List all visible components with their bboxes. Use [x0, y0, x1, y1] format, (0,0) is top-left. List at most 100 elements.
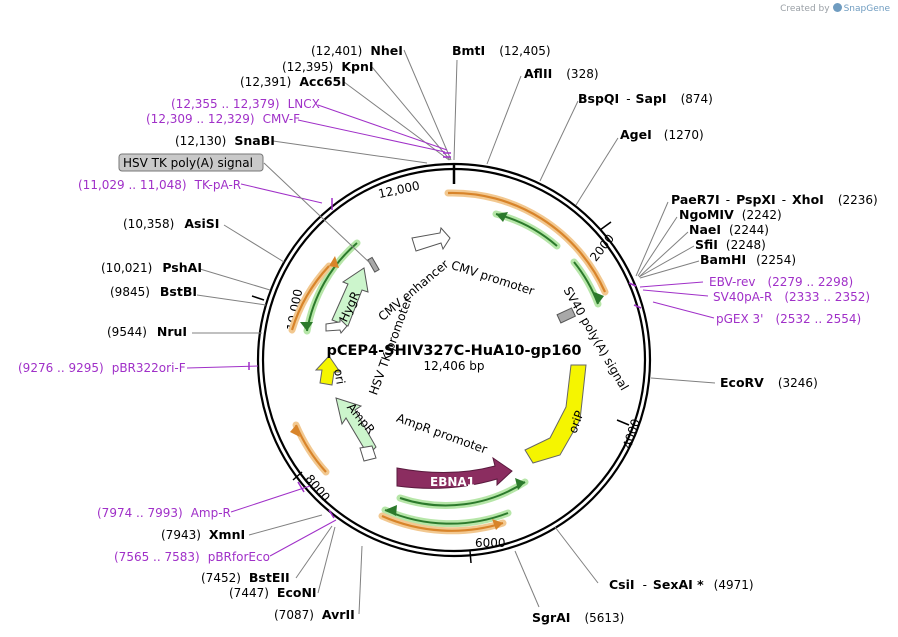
pgex3-name: pGEX 3' [716, 312, 763, 326]
svg-text:(9544)NruI: (9544)NruI [107, 324, 187, 339]
sites-top: (12,401)NheI (12,395)KpnI (12,391)Acc65I… [175, 43, 713, 148]
tick-label-2000: 2000 [587, 231, 617, 264]
sfii-pos: (2248) [726, 238, 766, 252]
ampr-promoter-arrow [359, 445, 377, 462]
orf-arc-top [447, 191, 607, 293]
nrui-pos: (9544) [107, 325, 147, 339]
hsv-tk-polya-callout: HSV TK poly(A) signal [118, 153, 372, 265]
econi-name: EcoNI [277, 585, 317, 600]
paer7i-pos: (2236) [838, 193, 878, 207]
sapi-name: SapI [636, 91, 667, 106]
pbrforeco-range: (7565 .. 7583) [114, 550, 200, 564]
bspqi-pos: (874) [681, 92, 713, 106]
plasmid-name: pCEP4-SHIV327C-HuA10-gp160 [326, 343, 581, 359]
asisi-pos: (10,358) [123, 217, 174, 231]
svg-text:(10,358)AsiSI: (10,358) AsiSI [123, 216, 219, 231]
orf-arcs [288, 189, 609, 535]
svg-text:(7974 .. 7993)Amp-R: (7974 .. 7993) Amp-R [97, 506, 231, 520]
svg-text:NaeI(2244): NaeI(2244) [689, 222, 769, 237]
asisi-name: AsiSI [184, 216, 219, 231]
svg-text:NgoMIV(2242): NgoMIV(2242) [679, 207, 782, 222]
cmv-promoter-label: CMV promoter [449, 258, 536, 298]
bsteii-name: BstEII [249, 570, 290, 585]
nhei-pos: (12,401) [311, 44, 362, 58]
ori-arrow [314, 355, 341, 386]
csii-pos: (4971) [714, 578, 754, 592]
sv40par-name: SV40pA-R [713, 290, 772, 304]
cmvf-range: (12,309 .. 12,329) [146, 112, 255, 126]
svg-text:EcoRV(3246): EcoRV (3246) [720, 375, 818, 390]
svg-text:(12,309 .. 12,329)CMV-F: (12,309 .. 12,329)CMV-F [146, 112, 300, 126]
svg-text:(12,395)KpnI: (12,395)KpnI [282, 59, 374, 74]
sv40-polya-box [556, 307, 577, 324]
ebvrev-range: (2279 .. 2298) [767, 275, 853, 289]
ngomiv-name: NgoMIV [679, 207, 734, 222]
svg-text:(7087)AvrII: (7087) AvrII [274, 607, 355, 622]
bamhi-name: BamHI [700, 252, 746, 267]
svg-text:SgrAI(5613): SgrAI (5613) [532, 610, 624, 625]
ecorv-pos: (3246) [778, 376, 818, 390]
sv40par-range: (2333 .. 2352) [784, 290, 870, 304]
sites-right: PaeR7I-PspXI-XhoI(2236) NgoMIV(2242) Nae… [671, 192, 878, 390]
center-title: pCEP4-SHIV327C-HuA10-gp160 12,406 bp [326, 343, 581, 373]
ecorv-name: EcoRV [720, 375, 764, 390]
site-leader-lines [192, 49, 716, 615]
sites-left: (10,358)AsiSI (10,021)PshAI (9845)BstBI … [101, 216, 355, 622]
svg-text:(7565 .. 7583)pBRforEco: (7565 .. 7583) pBRforEco [114, 550, 270, 564]
bmti-pos: (12,405) [499, 44, 550, 58]
sfii-name: SfiI [695, 237, 718, 252]
pbr322orif-name: pBR322ori-F [112, 361, 186, 375]
nhei-name: NheI [370, 43, 403, 58]
sexai-name: SexAI * [653, 577, 704, 592]
svg-text:pGEX 3'(2532 .. 2554): pGEX 3'(2532 .. 2554) [716, 312, 861, 326]
avrii-pos: (7087) [274, 608, 314, 622]
backbone [256, 162, 652, 558]
ori-label: ori [331, 368, 347, 386]
bstbi-name: BstBI [160, 284, 197, 299]
xhoi-name: XhoI [792, 192, 824, 207]
svg-text:CsiI-SexAI *(4971): CsiI-SexAI *(4971) [609, 577, 754, 592]
aflii-name: AflII [524, 66, 552, 81]
pbrforeco-name: pBRforEco [208, 550, 270, 564]
bspqi-name: BspQI [578, 91, 619, 106]
svg-text:(12,130)SnaBI: (12,130)SnaBI [175, 133, 275, 148]
features [314, 226, 587, 489]
avrii-name: AvrII [322, 607, 355, 622]
paer7i-name: PaeR7I [671, 192, 720, 207]
ebvrev-name: EBV-rev [709, 275, 755, 289]
cmv-enhancer-label: CMV enhancer [376, 257, 452, 324]
primer-labels: (12,355 .. 12,379) LNCX (12,309 .. 12,329… [18, 97, 870, 564]
ampr-primer-range: (7974 .. 7993) [97, 506, 183, 520]
pbr322orif-range: (9276 .. 9295) [18, 361, 104, 375]
naei-pos: (2244) [729, 223, 769, 237]
svg-text:(9845)BstBI: (9845) BstBI [110, 284, 197, 299]
svg-text:(12,355 .. 12,379)LNCX: (12,355 .. 12,379) LNCX [171, 97, 320, 111]
svg-text:(9276 .. 9295)pBR322ori-F: (9276 .. 9295) pBR322ori-F [18, 361, 186, 375]
svg-text:AgeI(1270): AgeI(1270) [620, 127, 704, 142]
bsteii-pos: (7452) [201, 571, 241, 585]
svg-text:EBV-rev(2279 .. 2298): EBV-rev (2279 .. 2298) [709, 275, 853, 289]
lncx-range: (12,355 .. 12,379) [171, 97, 280, 111]
hsv-tk-polya-label: HSV TK poly(A) signal [123, 156, 253, 170]
aflii-pos: (328) [566, 67, 598, 81]
hsv-tk-polya-box [367, 256, 380, 273]
lncx-name: LNCX [288, 97, 320, 111]
ampr-primer-name: Amp-R [191, 506, 231, 520]
sgrai-name: SgrAI [532, 610, 570, 625]
pshai-name: PshAI [162, 260, 202, 275]
bstbi-pos: (9845) [110, 285, 150, 299]
svg-text:BamHI(2254): BamHI(2254) [700, 252, 796, 267]
tkpar-name: TK-pA-R [194, 178, 242, 192]
svg-text:PaeR7I-PspXI-XhoI(2236): PaeR7I-PspXI-XhoI(2236) [671, 192, 878, 207]
svg-text:(12,401)NheI: (12,401) NheI [311, 43, 403, 58]
svg-text:(7447)EcoNI: (7447) EcoNI [229, 585, 317, 600]
xmni-pos: (7943) [161, 528, 201, 542]
econi-pos: (7447) [229, 586, 269, 600]
kpni-name: KpnI [341, 59, 373, 74]
svg-text:(10,021)PshAI: (10,021)PshAI [101, 260, 202, 275]
sgrai-pos: (5613) [584, 611, 624, 625]
hsv-tk-promoter-arrow [325, 317, 348, 334]
primer-leader-lines [186, 104, 715, 557]
